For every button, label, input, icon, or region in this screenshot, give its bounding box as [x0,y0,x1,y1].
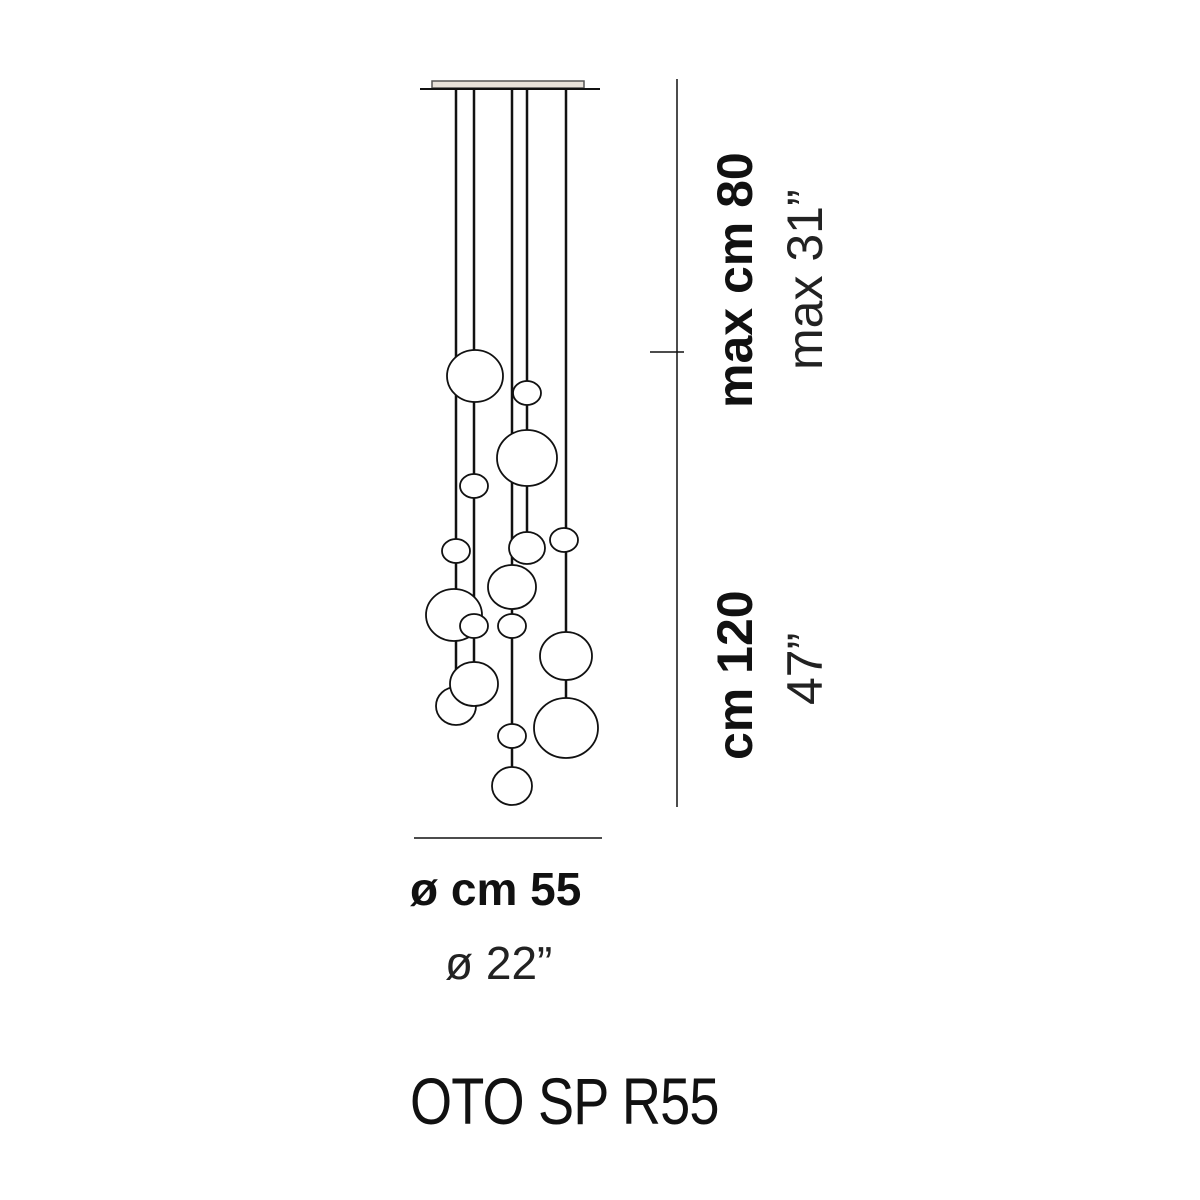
small-globe [508,531,546,565]
glass-globes [425,349,599,806]
medium-globe [539,631,593,681]
diameter-cm-label: ø cm 55 [410,863,582,915]
product-name: OTO SP R55 [410,1064,719,1138]
medium-globe [487,564,537,610]
medium-globe [491,766,533,806]
small-globe [512,380,542,406]
small-globe [497,723,527,749]
height-max-cm-label: max cm 80 [707,152,763,408]
height-cord-inch-label: 47” [777,632,833,705]
large-globe [533,697,599,759]
small-globe [459,613,489,639]
diameter-inch-label: ø 22” [445,937,553,989]
small-globe [497,613,527,639]
medium-globe [449,661,499,707]
height-max-inch-label: max 31” [777,189,833,370]
small-globe [459,473,489,499]
small-globe [549,527,579,553]
height-dimension-line [650,79,684,807]
ceiling-canopy [420,80,600,90]
large-globe [446,349,504,403]
height-cord-cm-label: cm 120 [707,590,763,760]
small-globe [441,538,471,564]
large-globe [496,429,558,487]
